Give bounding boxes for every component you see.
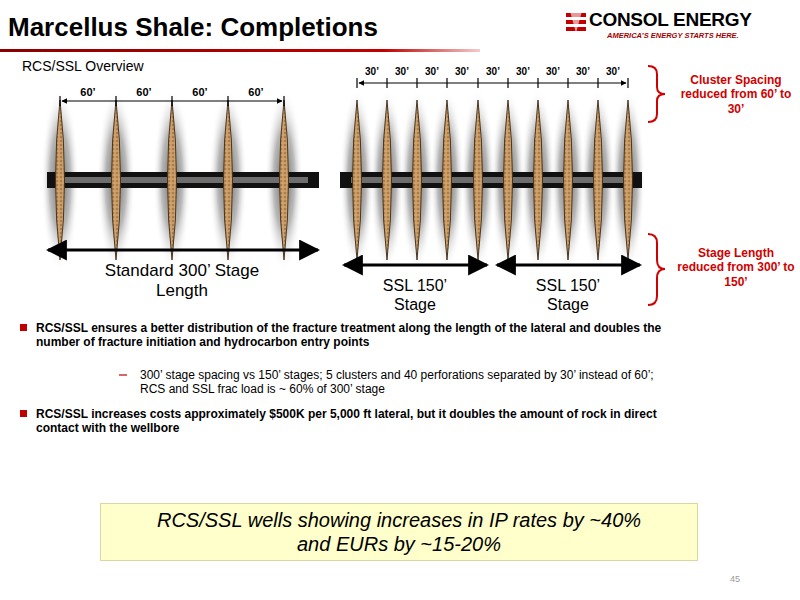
dimension-label: 30’ bbox=[357, 66, 387, 78]
stage-length-label: SSL 150’ Stage bbox=[520, 276, 616, 314]
stage-length-label: Standard 300’ Stage Length bbox=[87, 261, 277, 302]
company-tagline: AMERICA’S ENERGY STARTS HERE. bbox=[607, 31, 797, 40]
dimension-label: 30’ bbox=[568, 66, 598, 78]
fracture-cluster bbox=[56, 100, 633, 260]
fracture-glow bbox=[41, 88, 645, 272]
highlight-box: RCS/SSL wells showing increases in IP ra… bbox=[100, 503, 698, 561]
dimension-label: 30’ bbox=[417, 66, 447, 78]
callout-brace bbox=[648, 66, 665, 305]
dimension-label: 30’ bbox=[478, 66, 508, 78]
logo-icon bbox=[566, 11, 586, 33]
dimension-label: 30’ bbox=[447, 66, 477, 78]
dimension-label: 60’ bbox=[238, 86, 274, 99]
callout-note: Stage Length reduced from 300’ to 150’ bbox=[676, 246, 796, 289]
dimension-label: 30’ bbox=[508, 66, 538, 78]
highlight-text: RCS/SSL wells showing increases in IP ra… bbox=[141, 508, 657, 556]
callout-note: Cluster Spacing reduced from 60’ to 30’ bbox=[676, 73, 796, 116]
dimension-label: 60’ bbox=[182, 86, 218, 99]
bullet-text: RCS/SSL ensures a better distribution of… bbox=[36, 321, 686, 350]
spacing-dimension bbox=[60, 78, 628, 106]
dimension-label: 30’ bbox=[387, 66, 417, 78]
slide-title: Marcellus Shale: Completions bbox=[8, 12, 378, 43]
dimension-label: 30’ bbox=[538, 66, 568, 78]
subtitle: RCS/SSL Overview bbox=[22, 58, 222, 75]
stage-length-label: SSL 150’ Stage bbox=[367, 276, 463, 314]
company-logo: CONSOL ENERGY bbox=[589, 9, 789, 32]
wellbore bbox=[47, 172, 642, 188]
sub-bullet-text: 300’ stage spacing vs 150’ stages; 5 clu… bbox=[140, 368, 660, 397]
page-number: 45 bbox=[730, 574, 760, 585]
dimension-label: 30’ bbox=[598, 66, 628, 78]
title-rule bbox=[0, 49, 480, 52]
bullet-text: RCS/SSL increases costs approximately $5… bbox=[36, 407, 676, 436]
dimension-label: 60’ bbox=[70, 86, 106, 99]
dimension-label: 60’ bbox=[126, 86, 162, 99]
